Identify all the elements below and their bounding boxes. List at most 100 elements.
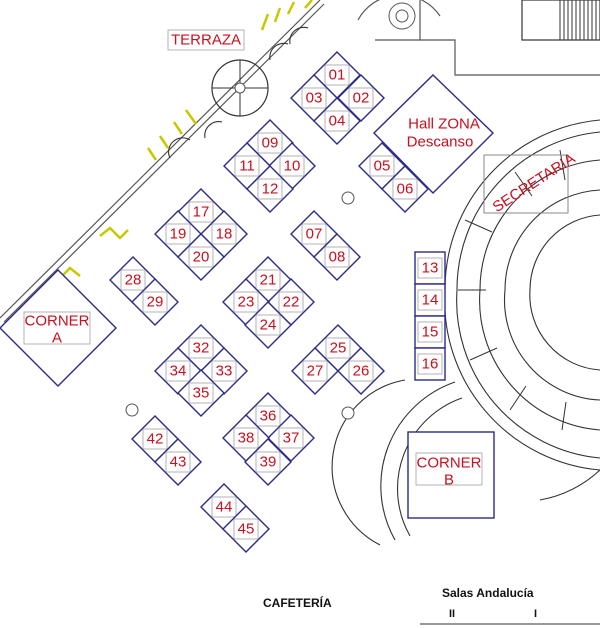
stand-number: 32 [193, 340, 210, 357]
corner-a[interactable]: CORNER A [0, 269, 117, 387]
stand-label-box [325, 337, 351, 359]
stand-label-box [255, 405, 281, 427]
corner-a-label-2: A [52, 330, 62, 347]
stand-43[interactable]: 43 [154, 438, 202, 486]
stand-shape[interactable] [414, 251, 446, 285]
stand-label-box [348, 87, 374, 109]
stand-shape[interactable] [177, 369, 225, 417]
stand-27[interactable]: 27 [291, 347, 339, 395]
stand-29[interactable]: 29 [131, 278, 179, 326]
stand-shape[interactable] [244, 301, 292, 349]
stand-shape[interactable] [154, 438, 202, 486]
stand-number: 13 [422, 260, 439, 277]
stand-shape[interactable] [267, 414, 315, 462]
stand-number: 39 [260, 454, 277, 471]
stand-08[interactable]: 08 [313, 233, 361, 281]
hall-zone-label-1: Hall ZONA [408, 116, 480, 133]
stand-label-box [211, 496, 237, 518]
stand-label-box [211, 223, 237, 245]
stand-label-box [233, 291, 259, 313]
stand-shape[interactable] [246, 165, 294, 213]
stand-number: 10 [284, 158, 301, 175]
stand-number: 15 [422, 324, 439, 341]
stand-shape[interactable] [291, 347, 339, 395]
stand-06[interactable]: 06 [381, 165, 429, 213]
stand-39[interactable]: 39 [244, 438, 292, 486]
stand-label-box [142, 428, 168, 450]
stand-label-box [233, 427, 259, 449]
building-walls [0, 0, 600, 323]
stand-number: 33 [216, 363, 233, 380]
stand-number: 24 [260, 317, 277, 334]
stand-shape[interactable] [414, 283, 446, 317]
stand-24[interactable]: 24 [244, 301, 292, 349]
stand-15[interactable]: 15 [414, 315, 446, 349]
stand-number: 11 [239, 158, 255, 175]
stand-shape[interactable] [177, 233, 225, 281]
stand-number: 01 [329, 67, 346, 84]
stand-number: 19 [170, 226, 187, 243]
stand-35[interactable]: 35 [177, 369, 225, 417]
stand-shape[interactable] [244, 438, 292, 486]
stand-label-box [417, 257, 443, 279]
revolving-door [211, 59, 269, 117]
stand-shape[interactable] [337, 347, 385, 395]
stand-13[interactable]: 13 [414, 251, 446, 285]
corner-b[interactable]: CORNER B [407, 431, 495, 519]
stand-number: 34 [170, 363, 187, 380]
stand-number: 29 [147, 294, 164, 311]
stand-number: 43 [170, 454, 187, 471]
stand-label-box [234, 155, 260, 177]
stand-label-box [278, 427, 304, 449]
stand-label-box [165, 223, 191, 245]
stand-label-box [165, 360, 191, 382]
stand-label-box [255, 269, 281, 291]
stand-label-box [255, 314, 281, 336]
corner-b-label-1: CORNER [416, 455, 481, 472]
stand-45[interactable]: 45 [222, 505, 270, 553]
stand-label-box [417, 321, 443, 343]
stand-12[interactable]: 12 [246, 165, 294, 213]
stand-02[interactable]: 02 [337, 74, 385, 122]
stand-shape[interactable] [414, 347, 446, 381]
stand-16[interactable]: 16 [414, 347, 446, 381]
stand-number: 45 [238, 521, 255, 538]
stand-shape[interactable] [131, 278, 179, 326]
secretary-label: SECRETARIA [490, 150, 579, 216]
stand-shape[interactable] [381, 165, 429, 213]
stand-label-box [257, 132, 283, 154]
stand-label-box [301, 87, 327, 109]
stand-shape[interactable] [313, 233, 361, 281]
stand-number: 18 [216, 226, 233, 243]
stand-label-box [188, 201, 214, 223]
stand-label-box [324, 110, 350, 132]
stand-label-box [188, 382, 214, 404]
stand-26[interactable]: 26 [337, 347, 385, 395]
terraza: TERRAZA [167, 29, 245, 51]
stand-number: 22 [283, 294, 300, 311]
stand-label-box [233, 518, 259, 540]
stand-number: 27 [307, 363, 324, 380]
stand-number: 20 [193, 249, 210, 266]
stand-number: 35 [193, 385, 210, 402]
stand-shape[interactable] [337, 74, 385, 122]
stand-label-box [348, 360, 374, 382]
stand-number: 06 [397, 181, 414, 198]
stands-layer: 0102030405060708091011121314151617181920… [109, 51, 446, 553]
hall-zona-descanso[interactable]: Hall ZONA Descanso [373, 74, 494, 194]
stand-number: 09 [262, 135, 279, 152]
stand-number: 08 [329, 249, 346, 266]
stand-shape[interactable] [313, 97, 361, 145]
stand-shape[interactable] [222, 505, 270, 553]
stand-label-box [369, 155, 395, 177]
stand-label-box [188, 337, 214, 359]
stand-04[interactable]: 04 [313, 97, 361, 145]
stand-20[interactable]: 20 [177, 233, 225, 281]
stand-number: 25 [330, 340, 347, 357]
stand-37[interactable]: 37 [267, 414, 315, 462]
corner-a-label-1: CORNER [24, 313, 89, 330]
stand-label-box [211, 360, 237, 382]
stand-14[interactable]: 14 [414, 283, 446, 317]
stand-number: 14 [422, 292, 439, 309]
